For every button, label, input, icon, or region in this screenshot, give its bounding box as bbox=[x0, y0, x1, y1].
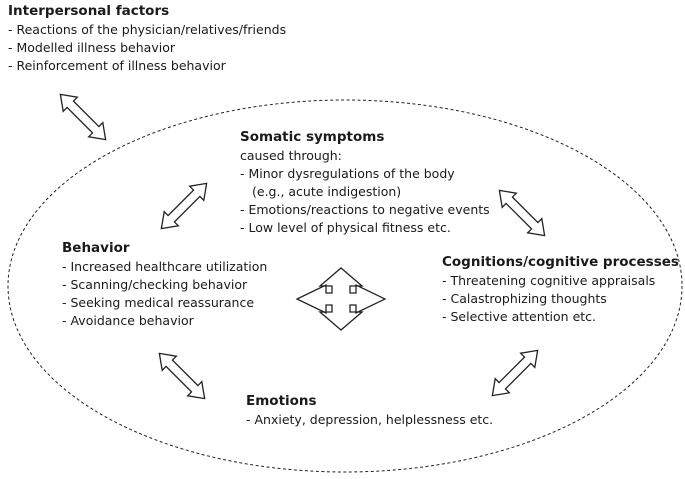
cognitions-block: Cognitions/cognitive processes - Threate… bbox=[442, 253, 679, 326]
behavior-item: - Seeking medical reassurance bbox=[62, 295, 255, 310]
emotions-title: Emotions bbox=[246, 393, 317, 409]
dashed-ellipse-boundary bbox=[7, 99, 683, 473]
cognitions-item: - Selective attention etc. bbox=[442, 309, 597, 324]
somatic-item: - Low level of physical fitness etc. bbox=[240, 220, 451, 235]
four-way-arrow-icon bbox=[295, 267, 387, 331]
cognitions-item: - Calastrophizing thoughts bbox=[442, 291, 607, 306]
somatic-title: Somatic symptoms bbox=[240, 129, 385, 145]
interpersonal-item: - Reinforcement of illness behavior bbox=[8, 58, 226, 73]
double-arrow-icon bbox=[158, 352, 206, 400]
emotions-item: - Anxiety, depression, helplessness etc. bbox=[246, 412, 494, 427]
double-arrow-icon bbox=[498, 189, 546, 237]
emotions-block: Emotions - Anxiety, depression, helpless… bbox=[246, 392, 493, 429]
interpersonal-item: - Modelled illness behavior bbox=[8, 40, 175, 55]
somatic-symptoms-block: Somatic symptoms caused through: - Minor… bbox=[240, 128, 490, 237]
behavior-item: - Avoidance behavior bbox=[62, 313, 194, 328]
cognitions-item: - Threatening cognitive appraisals bbox=[442, 273, 656, 288]
somatic-item: (e.g., acute indigestion) bbox=[252, 184, 402, 199]
behavior-item: - Scanning/checking behavior bbox=[62, 277, 248, 292]
interpersonal-item: - Reactions of the physician/relatives/f… bbox=[8, 22, 287, 37]
double-arrow-icon bbox=[491, 349, 539, 397]
interpersonal-factors-block: Interpersonal factors - Reactions of the… bbox=[8, 2, 286, 75]
cognitions-title: Cognitions/cognitive processes bbox=[442, 254, 679, 270]
interpersonal-title: Interpersonal factors bbox=[8, 3, 170, 19]
behavior-item: - Increased healthcare utilization bbox=[62, 259, 268, 274]
behavior-title: Behavior bbox=[62, 240, 130, 256]
double-arrow-icon bbox=[160, 182, 208, 230]
behavior-block: Behavior - Increased healthcare utilizat… bbox=[62, 239, 267, 330]
somatic-subtitle: caused through: bbox=[240, 148, 342, 163]
double-arrow-icon bbox=[59, 93, 107, 141]
somatic-item: - Emotions/reactions to negative events bbox=[240, 202, 490, 217]
somatic-item: - Minor dysregulations of the body bbox=[240, 166, 455, 181]
